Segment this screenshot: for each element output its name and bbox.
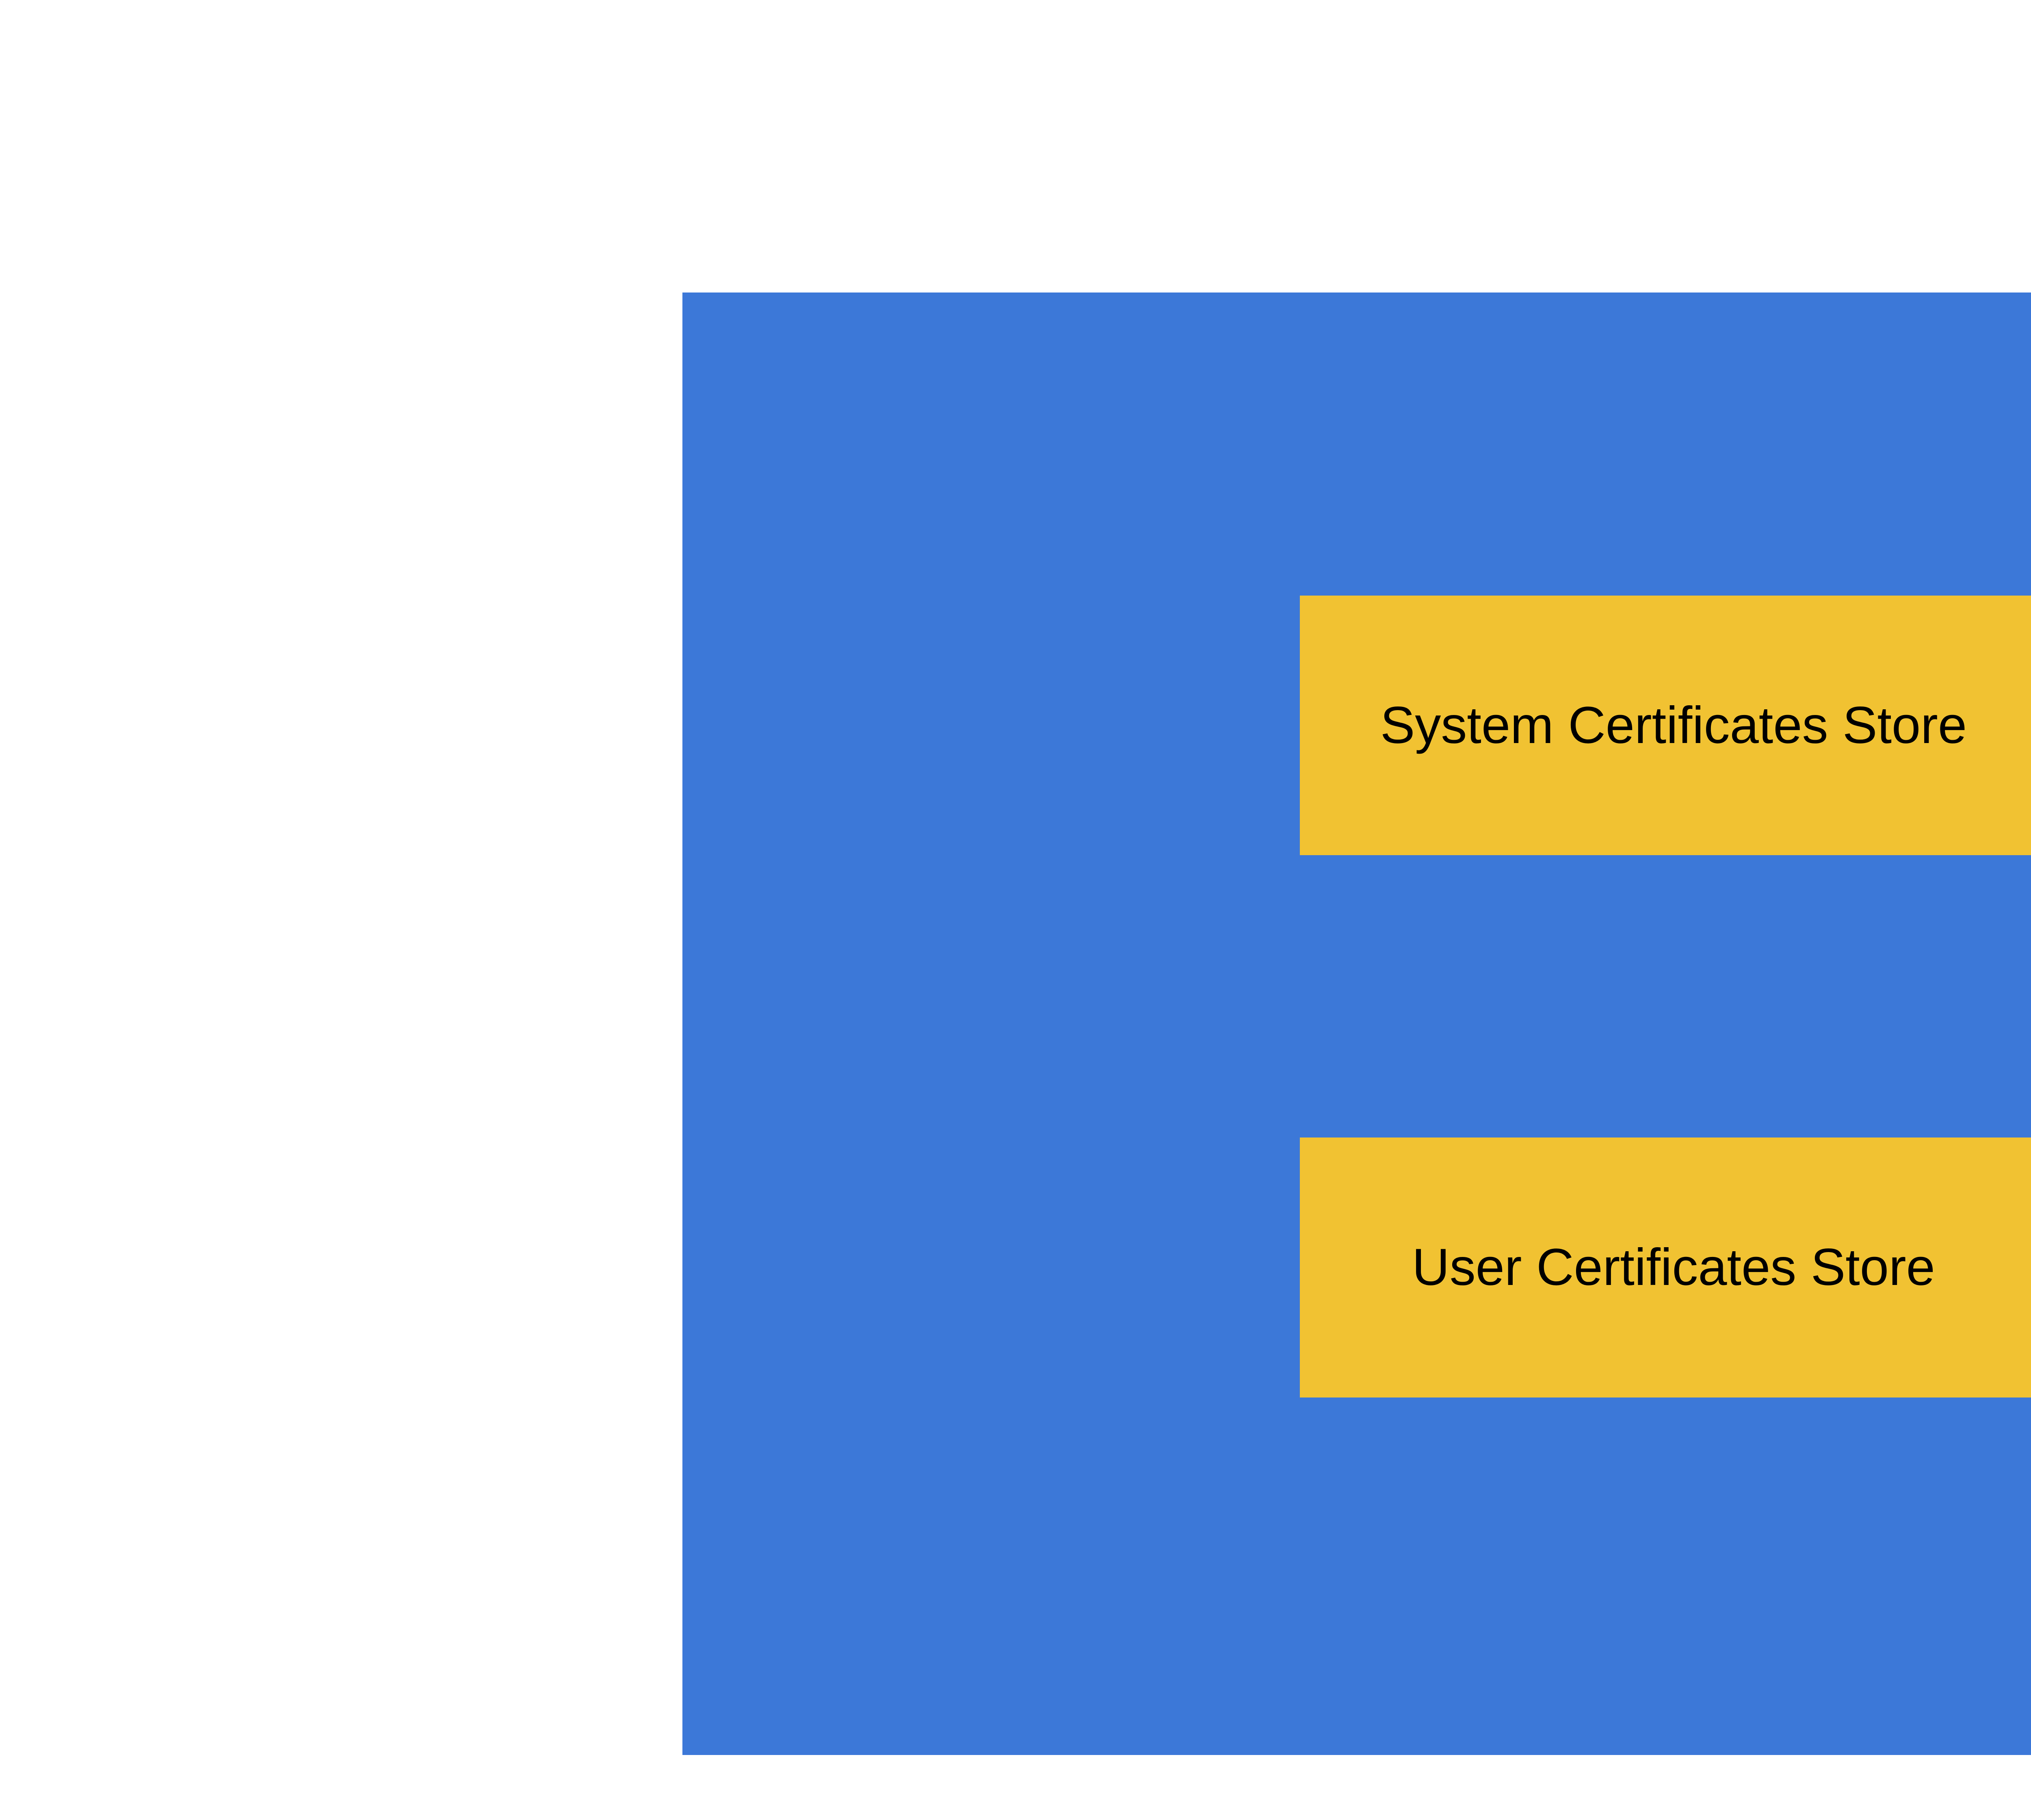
windows-client-container: Windows client xyxy=(682,292,2031,1755)
system-certificates-store-label: System Certificates Store xyxy=(1380,696,1967,754)
user-certificates-store-label: User Certificates Store xyxy=(1412,1238,1935,1297)
system-certificates-store-box: System Certificates Store xyxy=(1300,596,2031,855)
user-certificates-store-box: User Certificates Store xyxy=(1300,1138,2031,1398)
